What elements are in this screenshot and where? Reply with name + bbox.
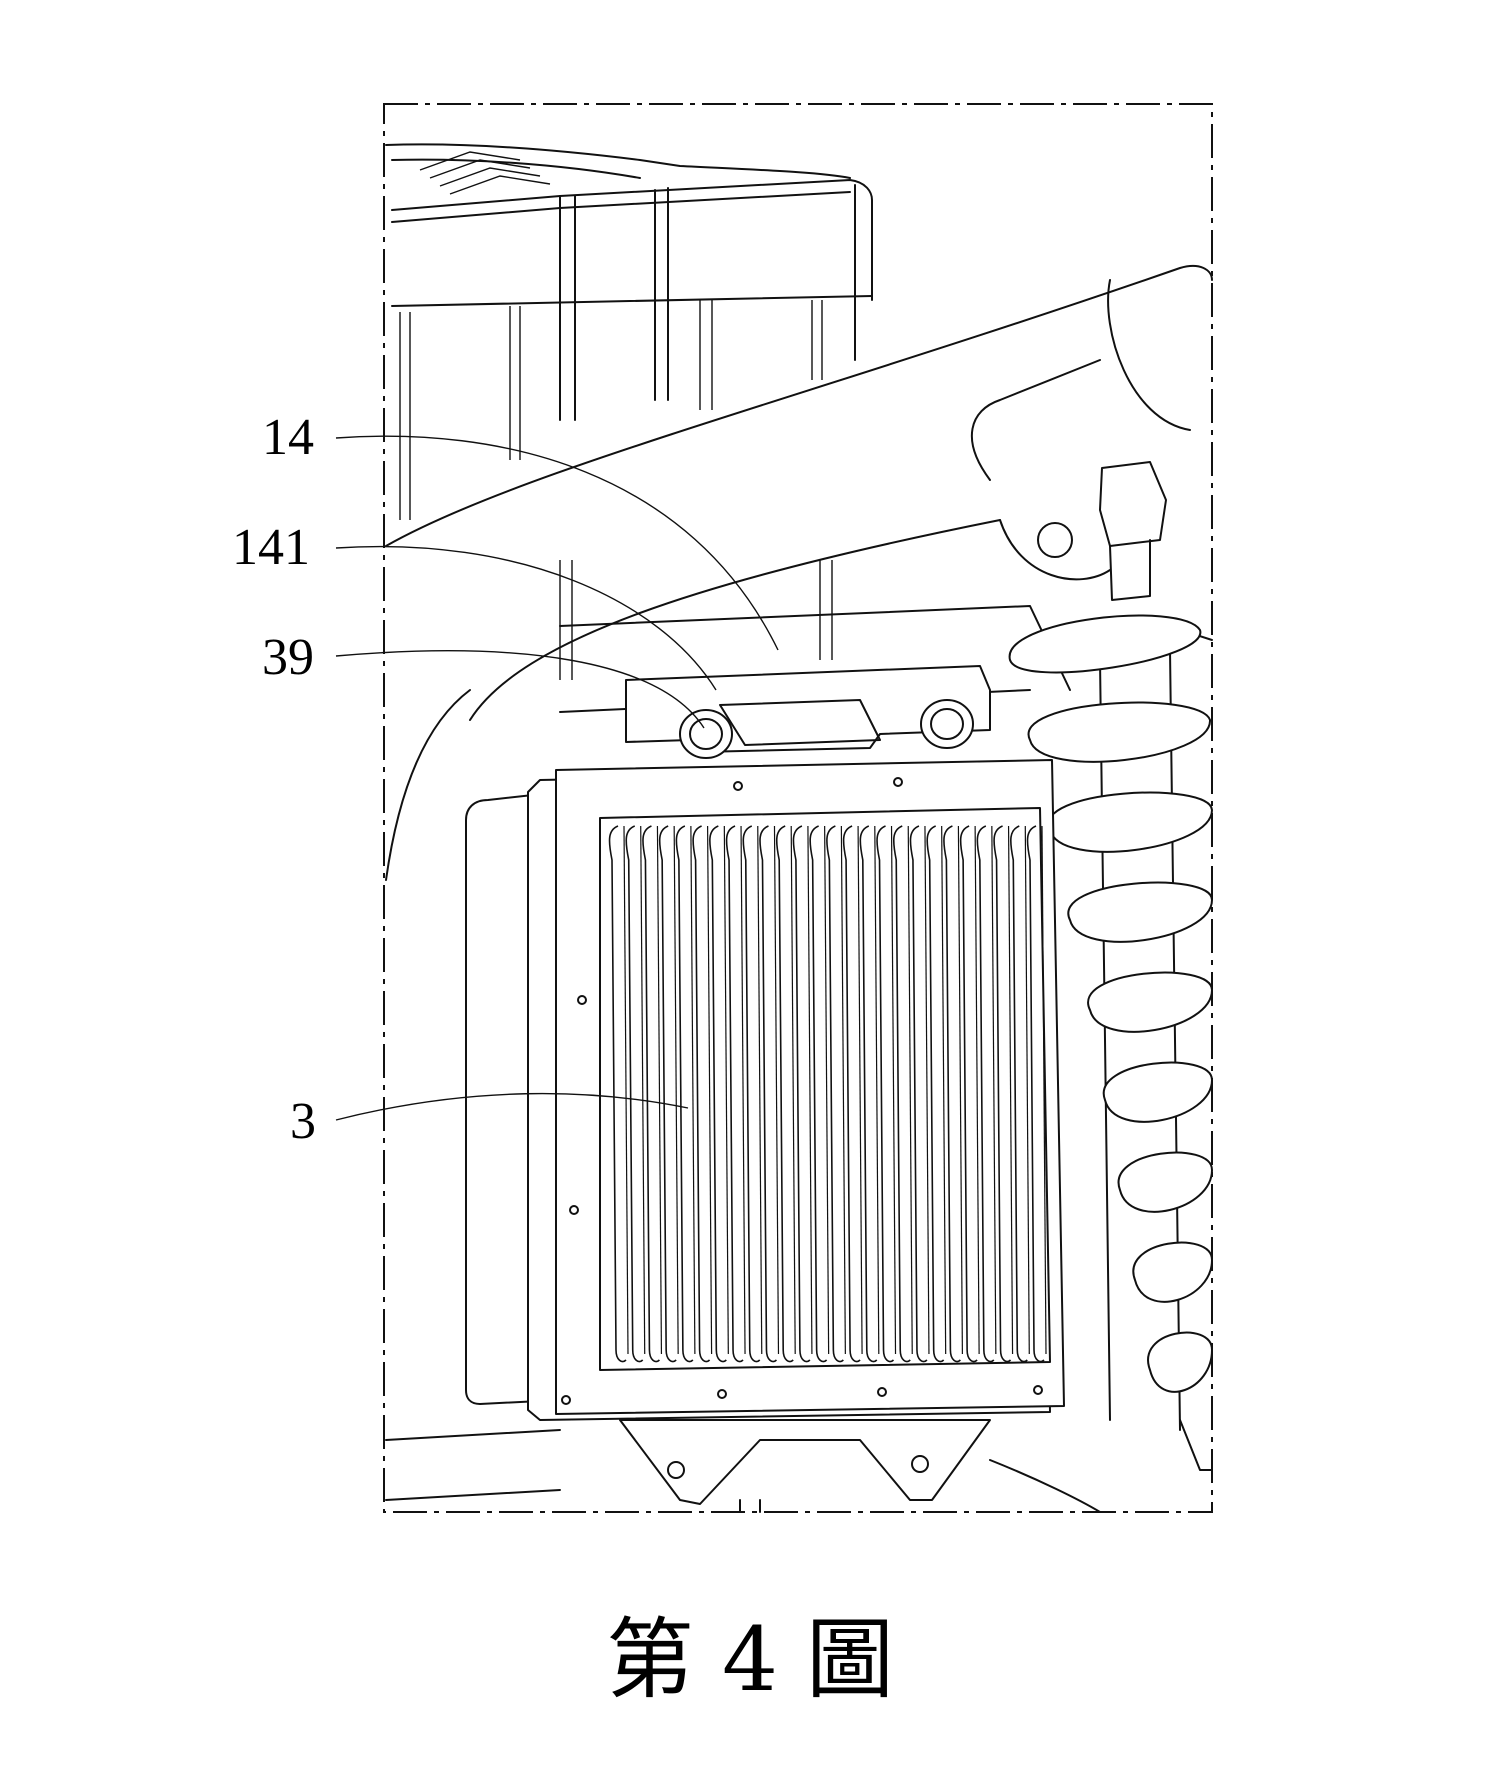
leader-lines — [335, 435, 779, 1121]
cooler-fin — [926, 825, 945, 1363]
cooler-fin — [809, 825, 828, 1363]
cooler-fin-edge — [757, 825, 763, 1355]
cooler-fin — [993, 825, 1012, 1363]
cooler-fin-edge — [1041, 825, 1047, 1355]
cooler-fin — [959, 825, 978, 1363]
cooler-fin-edge — [640, 825, 646, 1355]
cooler-fin — [625, 825, 644, 1363]
leader-141 — [335, 545, 717, 691]
cooler-fin — [775, 825, 794, 1363]
cooler-fin — [709, 825, 727, 1363]
frame-tube — [385, 264, 1213, 881]
cooler-fin-edge — [824, 825, 830, 1355]
label-14: 14 — [262, 409, 314, 466]
cooler-fin-edge — [857, 825, 863, 1355]
cooler-fin — [642, 825, 661, 1363]
cooler-fin — [692, 825, 711, 1363]
cooler-fin — [1009, 825, 1028, 1363]
cooler-fin-edge — [690, 825, 696, 1355]
cooler-fin-edge — [673, 825, 679, 1355]
cooler-fin — [675, 825, 694, 1363]
cooler-fin-edge — [773, 825, 780, 1355]
cooler-fin-edge — [874, 825, 880, 1355]
bracket — [559, 605, 1071, 753]
cooler-fin — [759, 825, 778, 1363]
label-3: 3 — [290, 1093, 316, 1150]
lower-frame — [385, 1419, 1213, 1513]
cooler-fin-edge — [907, 825, 913, 1355]
cooler-fin — [826, 825, 844, 1363]
cooler-fin-edge — [924, 825, 930, 1355]
cooler-fin-edge — [941, 825, 947, 1355]
cooler-fin — [909, 825, 928, 1363]
cooler-fin-edge — [623, 825, 629, 1355]
upper-housing — [385, 143, 873, 680]
cooler-fin-edge — [656, 825, 663, 1355]
label-39: 39 — [262, 629, 314, 686]
bolt-left — [679, 709, 733, 759]
cooler-fin-edge — [957, 825, 963, 1355]
cooler-fin — [792, 825, 811, 1363]
leader-14 — [335, 435, 779, 651]
bolt-right — [920, 699, 974, 749]
figure-frame — [383, 103, 1213, 1513]
cooler-fin — [842, 825, 861, 1363]
oil-cooler — [527, 759, 1065, 1505]
cooler-fin-edge — [991, 825, 997, 1355]
cooler-fin-edge — [1024, 825, 1030, 1355]
cooler-fin — [608, 825, 627, 1363]
leader-3 — [335, 1092, 689, 1121]
figure-caption: 第 4 圖 — [606, 1608, 894, 1711]
cooler-fin-edge — [807, 825, 813, 1355]
cooler-fin — [1026, 825, 1045, 1363]
shock-absorber — [1008, 461, 1213, 1431]
cooler-fin-edge — [790, 825, 796, 1355]
leader-39 — [335, 650, 705, 729]
cooler-fin-edge — [974, 825, 980, 1355]
cooler-fin — [725, 825, 744, 1363]
cooler-fin-edge — [723, 825, 729, 1355]
cooler-fin — [859, 825, 878, 1363]
cooler-fin — [943, 825, 961, 1363]
cooler-fin — [892, 825, 911, 1363]
cooler-fin-edge — [707, 825, 713, 1355]
cooler-fin-edge — [740, 825, 746, 1355]
cooler-fin — [742, 825, 761, 1363]
label-141: 141 — [232, 519, 310, 576]
cooler-fin-edge — [840, 825, 846, 1355]
cooler-fin-edge — [1007, 825, 1014, 1355]
cooler-fin — [658, 825, 677, 1363]
cooler-fin — [976, 825, 995, 1363]
cooler-fins — [608, 825, 1047, 1363]
cooler-fin-edge — [890, 825, 897, 1355]
cooler-fin — [876, 825, 895, 1363]
